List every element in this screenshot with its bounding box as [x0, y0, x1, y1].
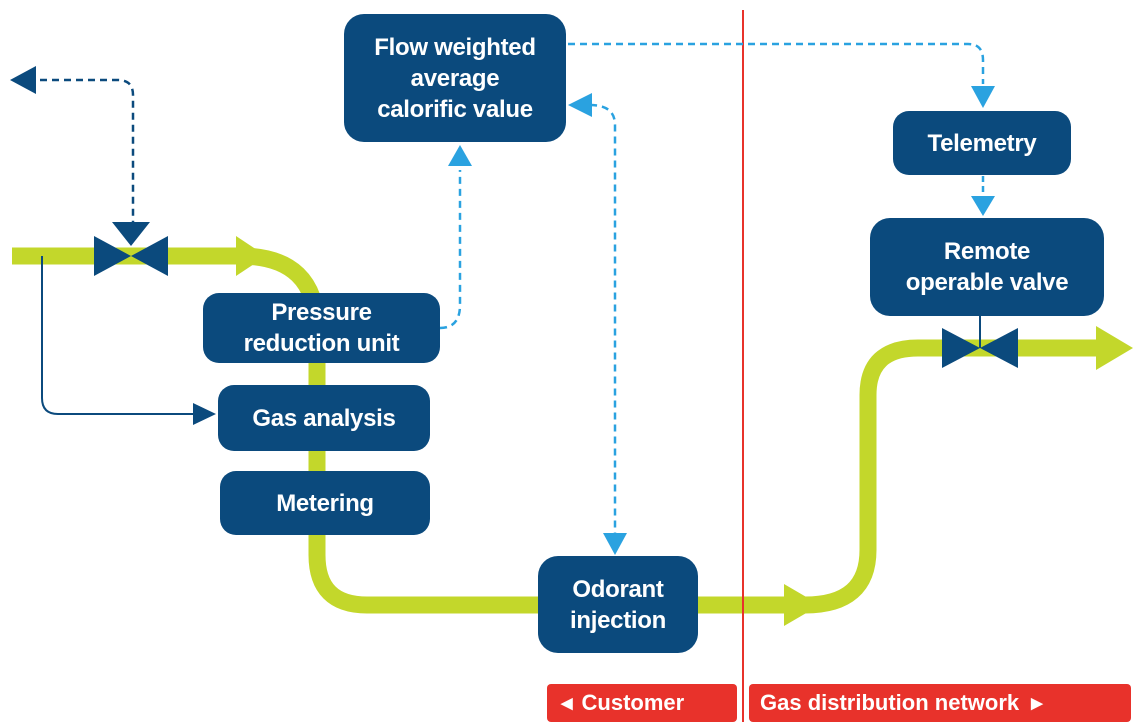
odorant-down-arrow-icon	[603, 533, 627, 555]
upstream-arrow-icon	[10, 66, 36, 94]
pipe-arrow-outlet	[1096, 326, 1133, 370]
data-line-cv-to-telemetry	[568, 42, 985, 84]
gas-analysis-node: Gas analysis	[218, 385, 430, 451]
sample-line	[41, 256, 196, 415]
data-line-pru-to-cv	[439, 170, 462, 330]
telemetry-node: Telemetry	[893, 111, 1071, 175]
cv-left-arrow-icon	[568, 93, 592, 117]
remote-operable-valve-node: Remote operable valve	[870, 218, 1104, 316]
flow-weighted-cv-node: Flow weighted average calorific value	[344, 14, 566, 142]
network-label: Gas distribution network	[760, 690, 1020, 715]
customer-label: Customer	[581, 690, 685, 715]
outlet-valve-icon	[942, 316, 1018, 368]
cv-up-arrow-icon	[448, 145, 472, 166]
pipe-arrow-inlet	[236, 236, 266, 276]
odorant-injection-node: Odorant injection	[538, 556, 698, 653]
gas-pipe-outlet	[804, 339, 1100, 614]
triangle-right-icon: ▶	[1031, 695, 1043, 712]
control-line-upstream	[40, 78, 135, 222]
sample-arrow-icon	[193, 403, 216, 425]
pipe-arrow-boundary	[784, 584, 820, 626]
metering-node: Metering	[220, 471, 430, 535]
data-line-cv-to-odorant	[589, 103, 617, 535]
inlet-valve-icon	[94, 222, 168, 276]
telemetry-down-arrow-icon	[971, 86, 995, 108]
customer-tag: ◀ Customer	[547, 684, 737, 722]
pressure-reduction-unit-node: Pressure reduction unit	[203, 293, 440, 363]
valve-down-arrow-icon	[971, 196, 995, 216]
triangle-left-icon: ◀	[561, 695, 573, 712]
gas-distribution-network-tag: Gas distribution network ▶	[749, 684, 1131, 722]
